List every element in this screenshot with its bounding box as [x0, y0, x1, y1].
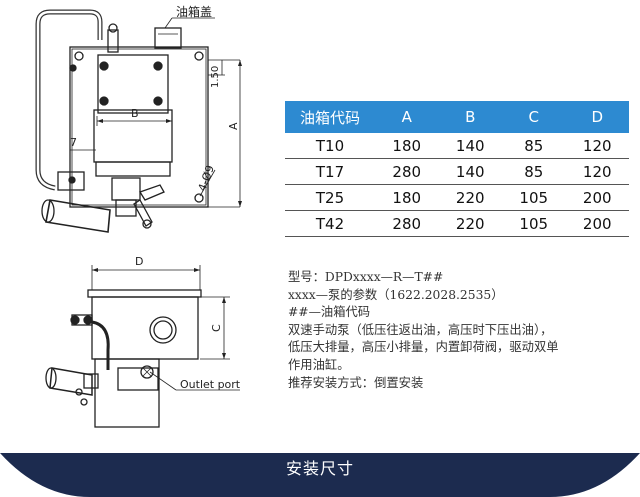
table-cell: T17 — [285, 158, 375, 185]
note-line: xxxx—泵的参数（1622.2028.2535） — [288, 287, 504, 302]
table-cell: 120 — [565, 133, 629, 159]
note-line: 推荐安装方式：倒置安装 — [288, 375, 424, 390]
table-cell: 280 — [375, 210, 439, 237]
table-cell: T25 — [285, 184, 375, 211]
table-cell: T42 — [285, 210, 375, 237]
tank-code-table: 油箱代码 A B C D T10 180 140 85 120 T17 280 … — [285, 101, 629, 237]
table-header-cell: 油箱代码 — [285, 101, 375, 133]
table-cell: 180 — [375, 184, 439, 211]
note-line: 作用油缸。 — [288, 357, 350, 372]
table-header-cell: B — [438, 101, 502, 133]
table-header-cell: D — [565, 101, 629, 133]
table-row: T17 280 140 85 120 — [285, 158, 629, 185]
label-outlet-port: Outlet port — [180, 378, 241, 391]
table-cell: 85 — [502, 158, 566, 185]
section-title: 安装尺寸 — [285, 459, 354, 478]
note-line: 型号：DPDxxxx—R—T## — [288, 270, 444, 284]
table-cell: 200 — [565, 184, 629, 211]
table-cell: 200 — [565, 210, 629, 237]
model-notes: 型号：DPDxxxx—R—T## xxxx—泵的参数（1622.2028.253… — [288, 269, 628, 392]
label-dim-d: D — [135, 255, 143, 268]
note-line: 低压大排量，高压小排量，内置卸荷阀，驱动双单 — [288, 340, 559, 355]
table-cell: 220 — [438, 210, 502, 237]
label-dim-hole: 4-Ø9 — [196, 164, 217, 193]
table-row: T10 180 140 85 120 — [285, 133, 629, 159]
table-header-cell: C — [502, 101, 566, 133]
label-dim-7: 7 — [70, 136, 77, 149]
table-cell: 120 — [565, 158, 629, 185]
footer-banner — [0, 453, 640, 497]
table-cell: 140 — [438, 158, 502, 185]
technical-drawing: 油箱盖 1.50 B A 7 4-Ø9 D C Outlet port — [35, 4, 242, 428]
label-dim-b: B — [131, 107, 139, 120]
table-header-row: 油箱代码 A B C D — [285, 101, 629, 133]
table-cell: T10 — [285, 133, 375, 159]
table-header-cell: A — [375, 101, 439, 133]
label-tank-cap: 油箱盖 — [176, 4, 212, 19]
table-cell: 105 — [502, 210, 566, 237]
label-dim-a: A — [227, 122, 240, 130]
label-dim-c: C — [210, 324, 223, 332]
table-row: T42 280 220 105 200 — [285, 210, 629, 237]
table-row: T25 180 220 105 200 — [285, 184, 629, 211]
note-line: ##—油箱代码 — [288, 305, 371, 320]
table-cell: 280 — [375, 158, 439, 185]
table-cell: 220 — [438, 184, 502, 211]
label-dim-150: 1.50 — [210, 66, 221, 88]
table-cell: 105 — [502, 184, 566, 211]
table-cell: 180 — [375, 133, 439, 159]
note-line: 双速手动泵（低压往返出油，高压时下压出油）， — [288, 322, 553, 337]
table-cell: 85 — [502, 133, 566, 159]
table-cell: 140 — [438, 133, 502, 159]
